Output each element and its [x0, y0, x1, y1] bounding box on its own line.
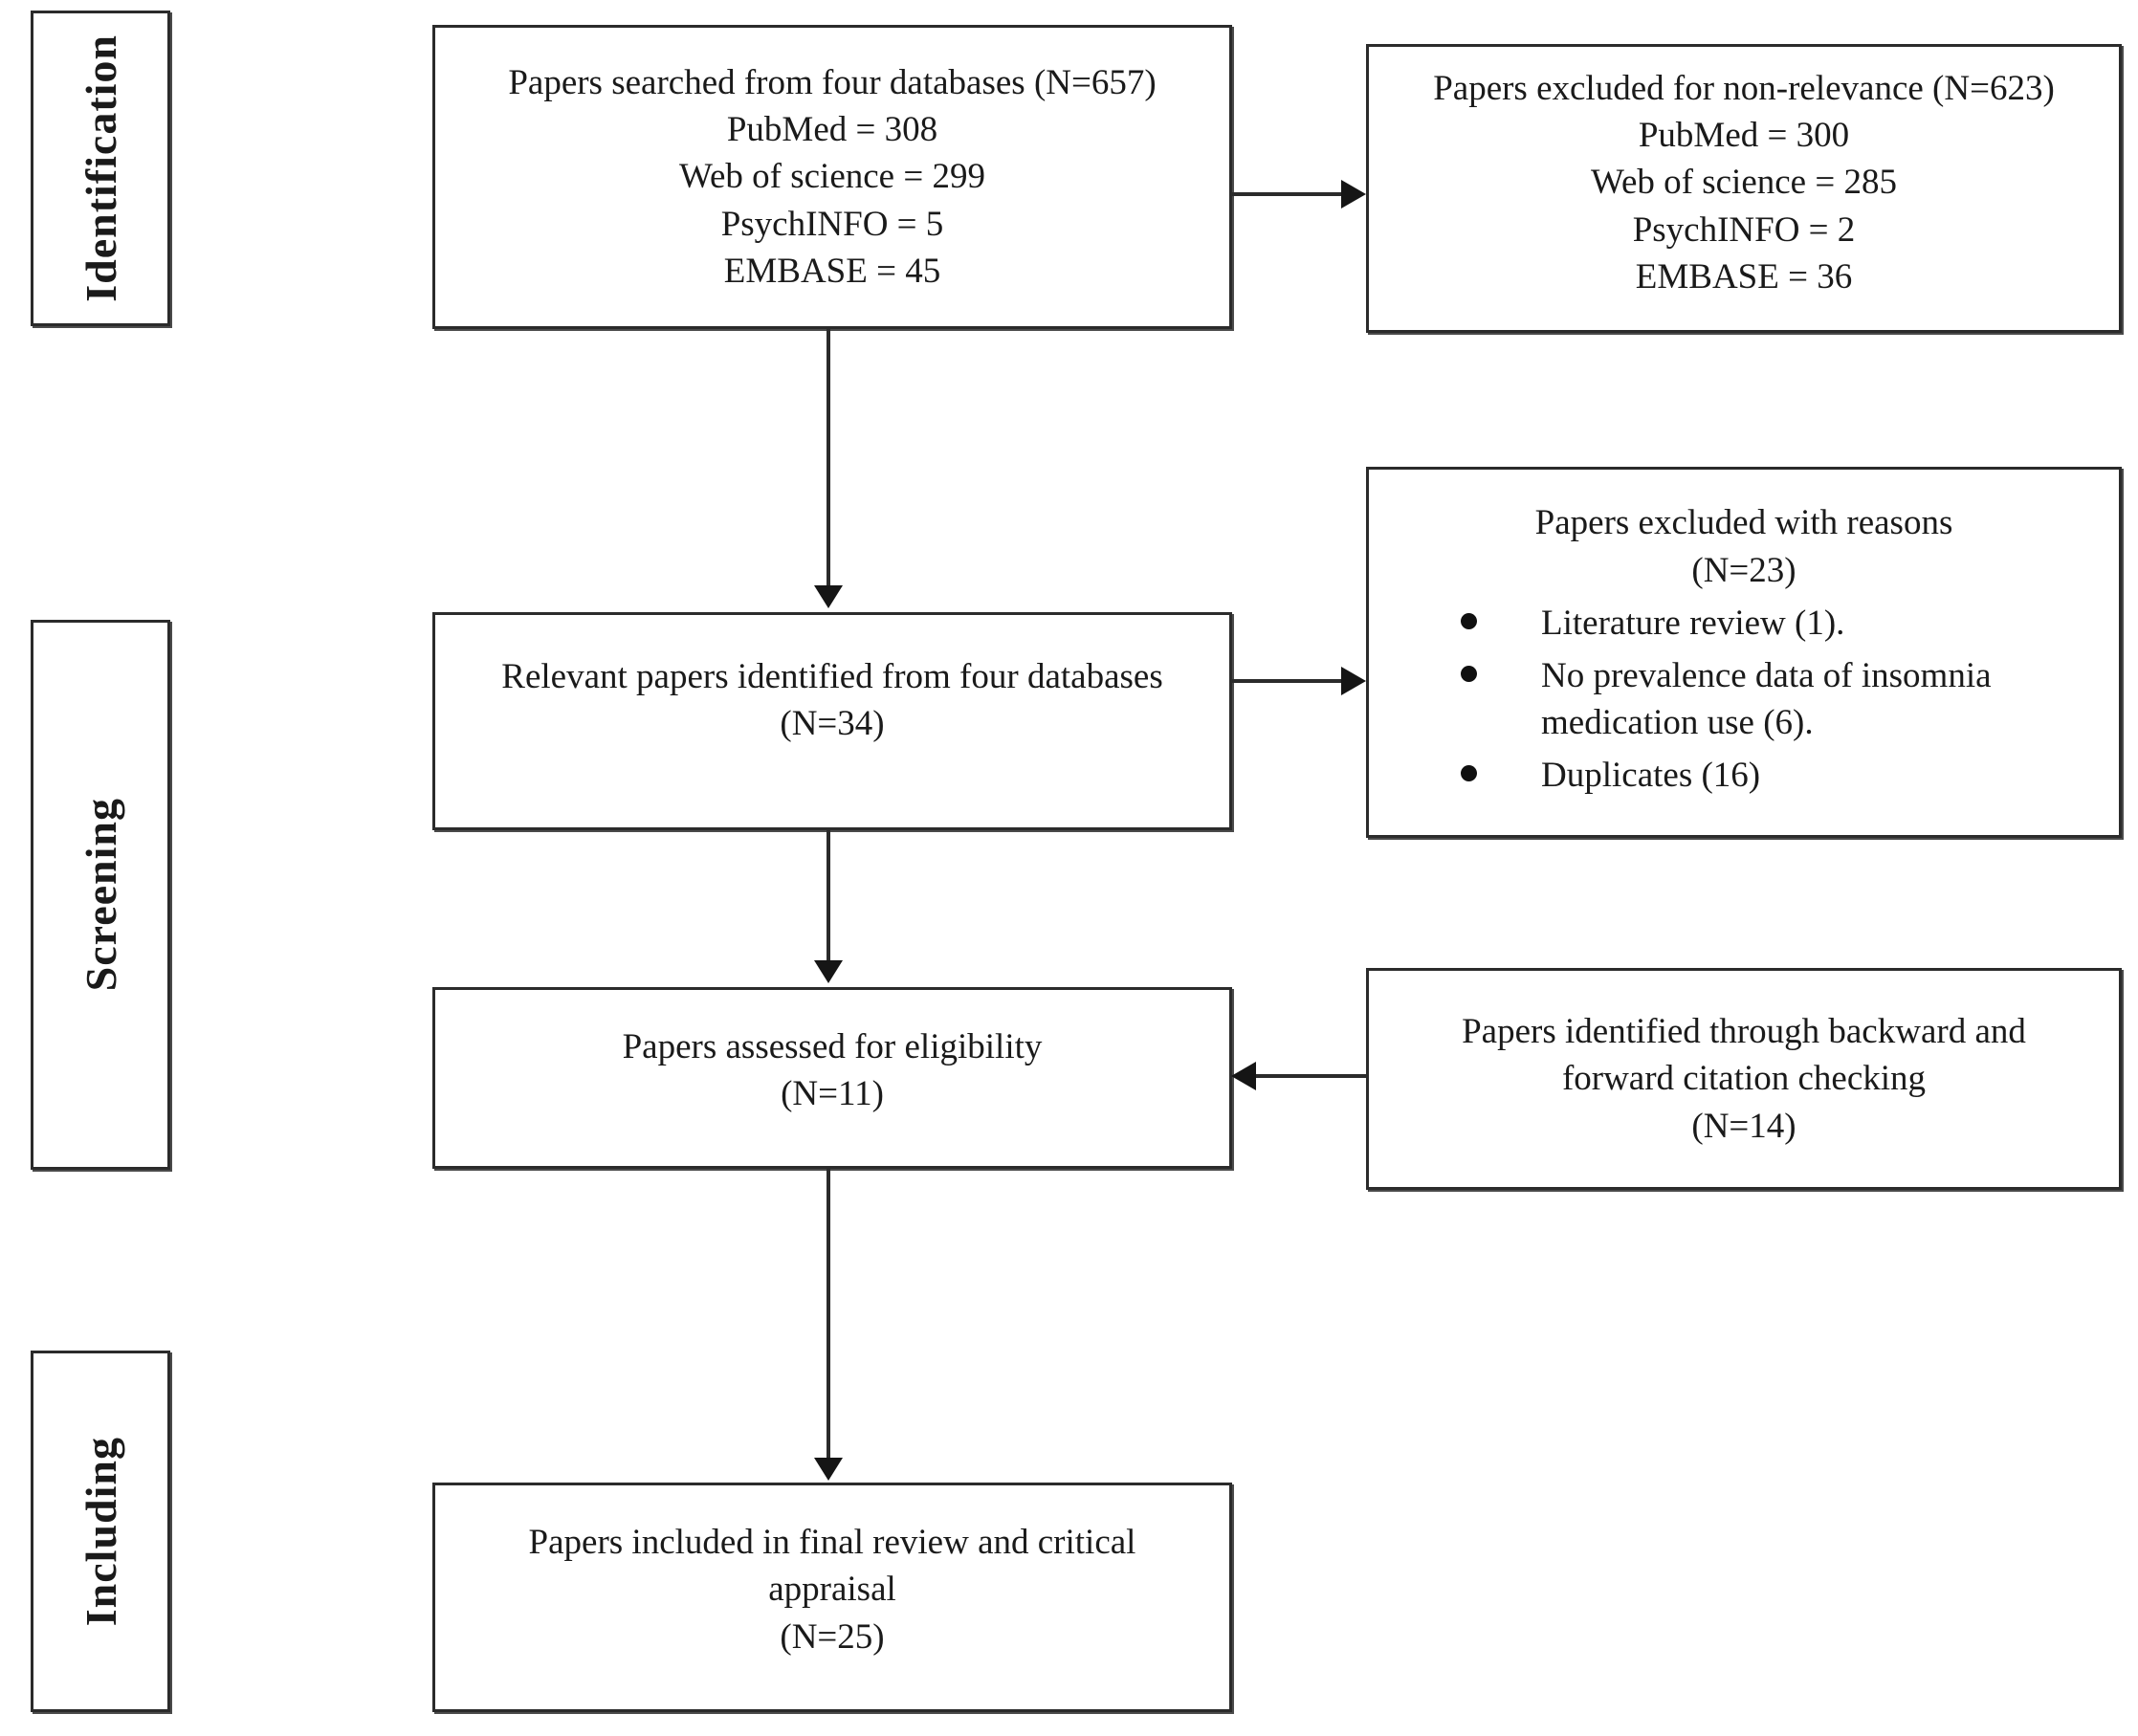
box-assessed-eligibility-content: Papers assessed for eligibility (N=11) [435, 1023, 1229, 1117]
arrowhead-down-icon [814, 585, 843, 608]
connector-citation-to-eligibility [1256, 1074, 1368, 1078]
excluded-reasons-heading: Papers excluded with reasons [1534, 503, 1953, 543]
line-psychinfo-searched: PsychINFO = 5 [720, 204, 944, 244]
connector-searched-to-excluded [1232, 192, 1345, 196]
arrowhead-right-icon [1341, 180, 1366, 209]
line-total-searched: Papers searched from four databases (N=6… [508, 62, 1157, 102]
reason-text: No prevalence data of insomnia medicatio… [1541, 656, 1992, 743]
box-papers-included-content: Papers included in final review and crit… [435, 1519, 1229, 1660]
connector-relevant-to-reasons [1232, 679, 1345, 683]
line-wos-searched: Web of science = 299 [679, 157, 985, 197]
connector-searched-to-relevant [827, 329, 830, 589]
bullet-icon [1461, 666, 1477, 682]
line-relevant-title: Relevant papers identified from four dat… [501, 656, 1163, 696]
line-eligibility-title: Papers assessed for eligibility [622, 1026, 1043, 1066]
excluded-reasons-list: Literature review (1). No prevalence dat… [1369, 600, 2119, 800]
box-citation-checking: Papers identified through backward and f… [1366, 968, 2122, 1190]
arrowhead-left-icon [1231, 1062, 1256, 1090]
line-total-excluded: Papers excluded for non-relevance (N=623… [1433, 68, 2055, 108]
excluded-reasons-count: (N=23) [1691, 550, 1796, 590]
line-relevant-count: (N=34) [780, 704, 885, 743]
stage-label-including: Including [31, 1351, 170, 1712]
stage-label-screening-text: Screening [76, 798, 125, 992]
arrowhead-down-icon [814, 1458, 843, 1481]
box-excluded-non-relevance: Papers excluded for non-relevance (N=623… [1366, 44, 2122, 333]
list-item: Duplicates (16) [1461, 752, 2119, 799]
connector-eligibility-to-included [827, 1169, 830, 1461]
line-included-title-1: Papers included in final review and crit… [528, 1523, 1136, 1563]
box-relevant-papers-content: Relevant papers identified from four dat… [435, 653, 1229, 747]
line-citation-title-2: forward citation checking [1561, 1059, 1927, 1099]
stage-label-including-text: Including [76, 1436, 125, 1627]
line-psychinfo-excluded: PsychINFO = 2 [1632, 209, 1856, 250]
list-item: No prevalence data of insomnia medicatio… [1461, 652, 2119, 746]
box-papers-included: Papers included in final review and crit… [432, 1483, 1232, 1712]
stage-label-identification: Identification [31, 11, 170, 326]
arrowhead-down-icon [814, 960, 843, 983]
line-pubmed-excluded: PubMed = 300 [1638, 116, 1850, 156]
line-wos-excluded: Web of science = 285 [1591, 163, 1897, 203]
box-excluded-with-reasons: Papers excluded with reasons (N=23) Lite… [1366, 467, 2122, 838]
reason-text: Duplicates (16) [1541, 756, 1761, 796]
box-excluded-non-relevance-content: Papers excluded for non-relevance (N=623… [1369, 65, 2119, 300]
box-papers-searched-content: Papers searched from four databases (N=6… [435, 59, 1229, 295]
stage-label-screening: Screening [31, 620, 170, 1170]
line-embase-searched: EMBASE = 45 [723, 251, 941, 291]
line-included-title-2: appraisal [768, 1570, 896, 1610]
arrowhead-right-icon [1341, 667, 1366, 695]
line-citation-title-1: Papers identified through backward and [1462, 1012, 2026, 1052]
list-item: Literature review (1). [1461, 600, 2119, 647]
box-excluded-with-reasons-content: Papers excluded with reasons (N=23) Lite… [1369, 499, 2119, 804]
box-assessed-eligibility: Papers assessed for eligibility (N=11) [432, 987, 1232, 1169]
connector-relevant-to-eligibility [827, 830, 830, 964]
bullet-icon [1461, 612, 1477, 629]
stage-label-identification-text: Identification [76, 34, 125, 302]
line-eligibility-count: (N=11) [781, 1074, 884, 1113]
line-included-count: (N=25) [780, 1616, 885, 1657]
line-embase-excluded: EMBASE = 36 [1635, 256, 1853, 297]
box-relevant-papers: Relevant papers identified from four dat… [432, 612, 1232, 830]
box-papers-searched: Papers searched from four databases (N=6… [432, 25, 1232, 329]
line-pubmed-searched: PubMed = 308 [726, 110, 938, 150]
bullet-icon [1461, 765, 1477, 782]
reason-text: Literature review (1). [1541, 603, 1845, 643]
box-citation-checking-content: Papers identified through backward and f… [1369, 1008, 2119, 1150]
line-citation-count: (N=14) [1691, 1106, 1796, 1146]
